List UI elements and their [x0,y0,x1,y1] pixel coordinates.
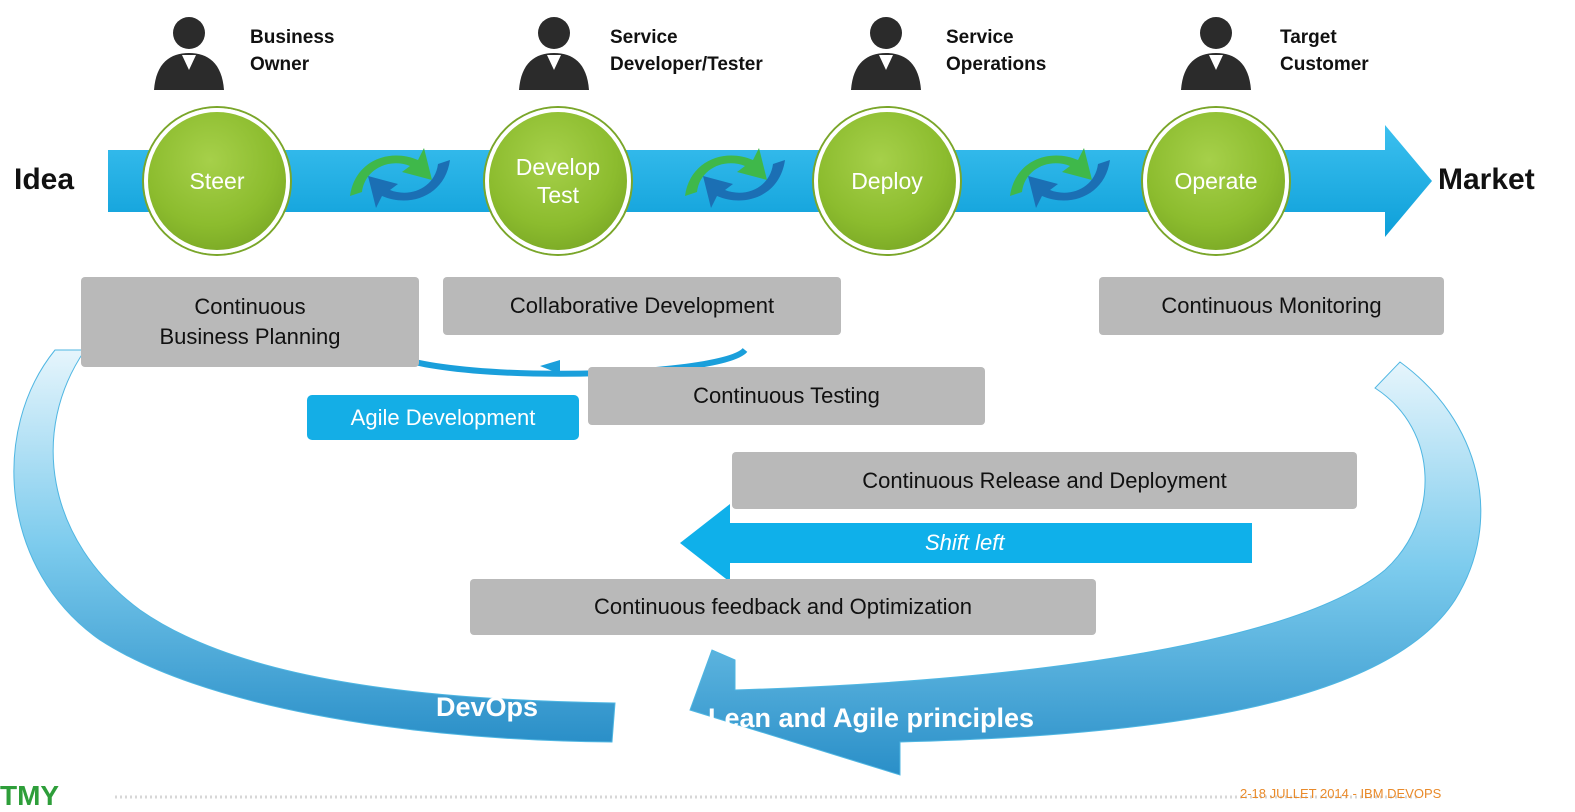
loop-arrow [689,361,1482,776]
footer-logo: TMY [0,780,60,811]
stage-steer: Steer [144,108,290,254]
shift-left-label: Shift left [925,530,1005,555]
pipeline-end-label: Market [1438,163,1535,196]
practice-collaborative-development: Collaborative Development [443,277,841,335]
practice-continuous-monitoring: Continuous Monitoring [1099,277,1444,335]
devops-label: DevOps [436,692,539,722]
pipeline-start-label: Idea [14,163,75,196]
person-icon-business-owner [154,17,224,90]
role-line-2: Operations [946,54,1047,75]
agile-development-badge: Agile Development [307,395,579,440]
agile-curve-tip [540,360,560,374]
stage-deploy: Deploy [814,108,960,254]
role-service-operations: Service Operations [946,24,1046,78]
role-line-1: Service [610,27,678,48]
shift-left-arrow [680,504,1252,582]
lean-agile-label: Lean and Agile principles [708,703,1035,733]
stage-develop-test: Develop Test [485,108,631,254]
practice-release-deployment: Continuous Release and Deployment [732,452,1357,509]
sync-arrows [350,148,1110,208]
role-service-developer: Service Developer/Tester [610,24,763,78]
footer-note: 2-18 JULLET 2014 - IBM DEVOPS [1240,786,1442,801]
role-business-owner: Business Owner [250,24,334,78]
role-line-1: Service [946,27,1014,48]
role-line-2: Customer [1280,54,1369,75]
stage-operate: Operate [1143,108,1289,254]
person-icon-target-customer [1181,17,1251,90]
role-line-2: Developer/Tester [610,54,763,75]
person-icon-service-operations [851,17,921,90]
practice-continuous-testing: Continuous Testing [588,367,985,425]
loop-arrow-left [13,349,616,743]
role-line-2: Owner [250,54,310,75]
practice-business-planning: Continuous Business Planning [81,277,419,367]
practice-feedback-optimization: Continuous feedback and Optimization [470,579,1096,635]
role-line-1: Target [1280,27,1337,48]
role-target-customer: Target Customer [1280,24,1369,78]
role-line-1: Business [250,27,335,48]
person-icon-service-developer [519,17,589,90]
